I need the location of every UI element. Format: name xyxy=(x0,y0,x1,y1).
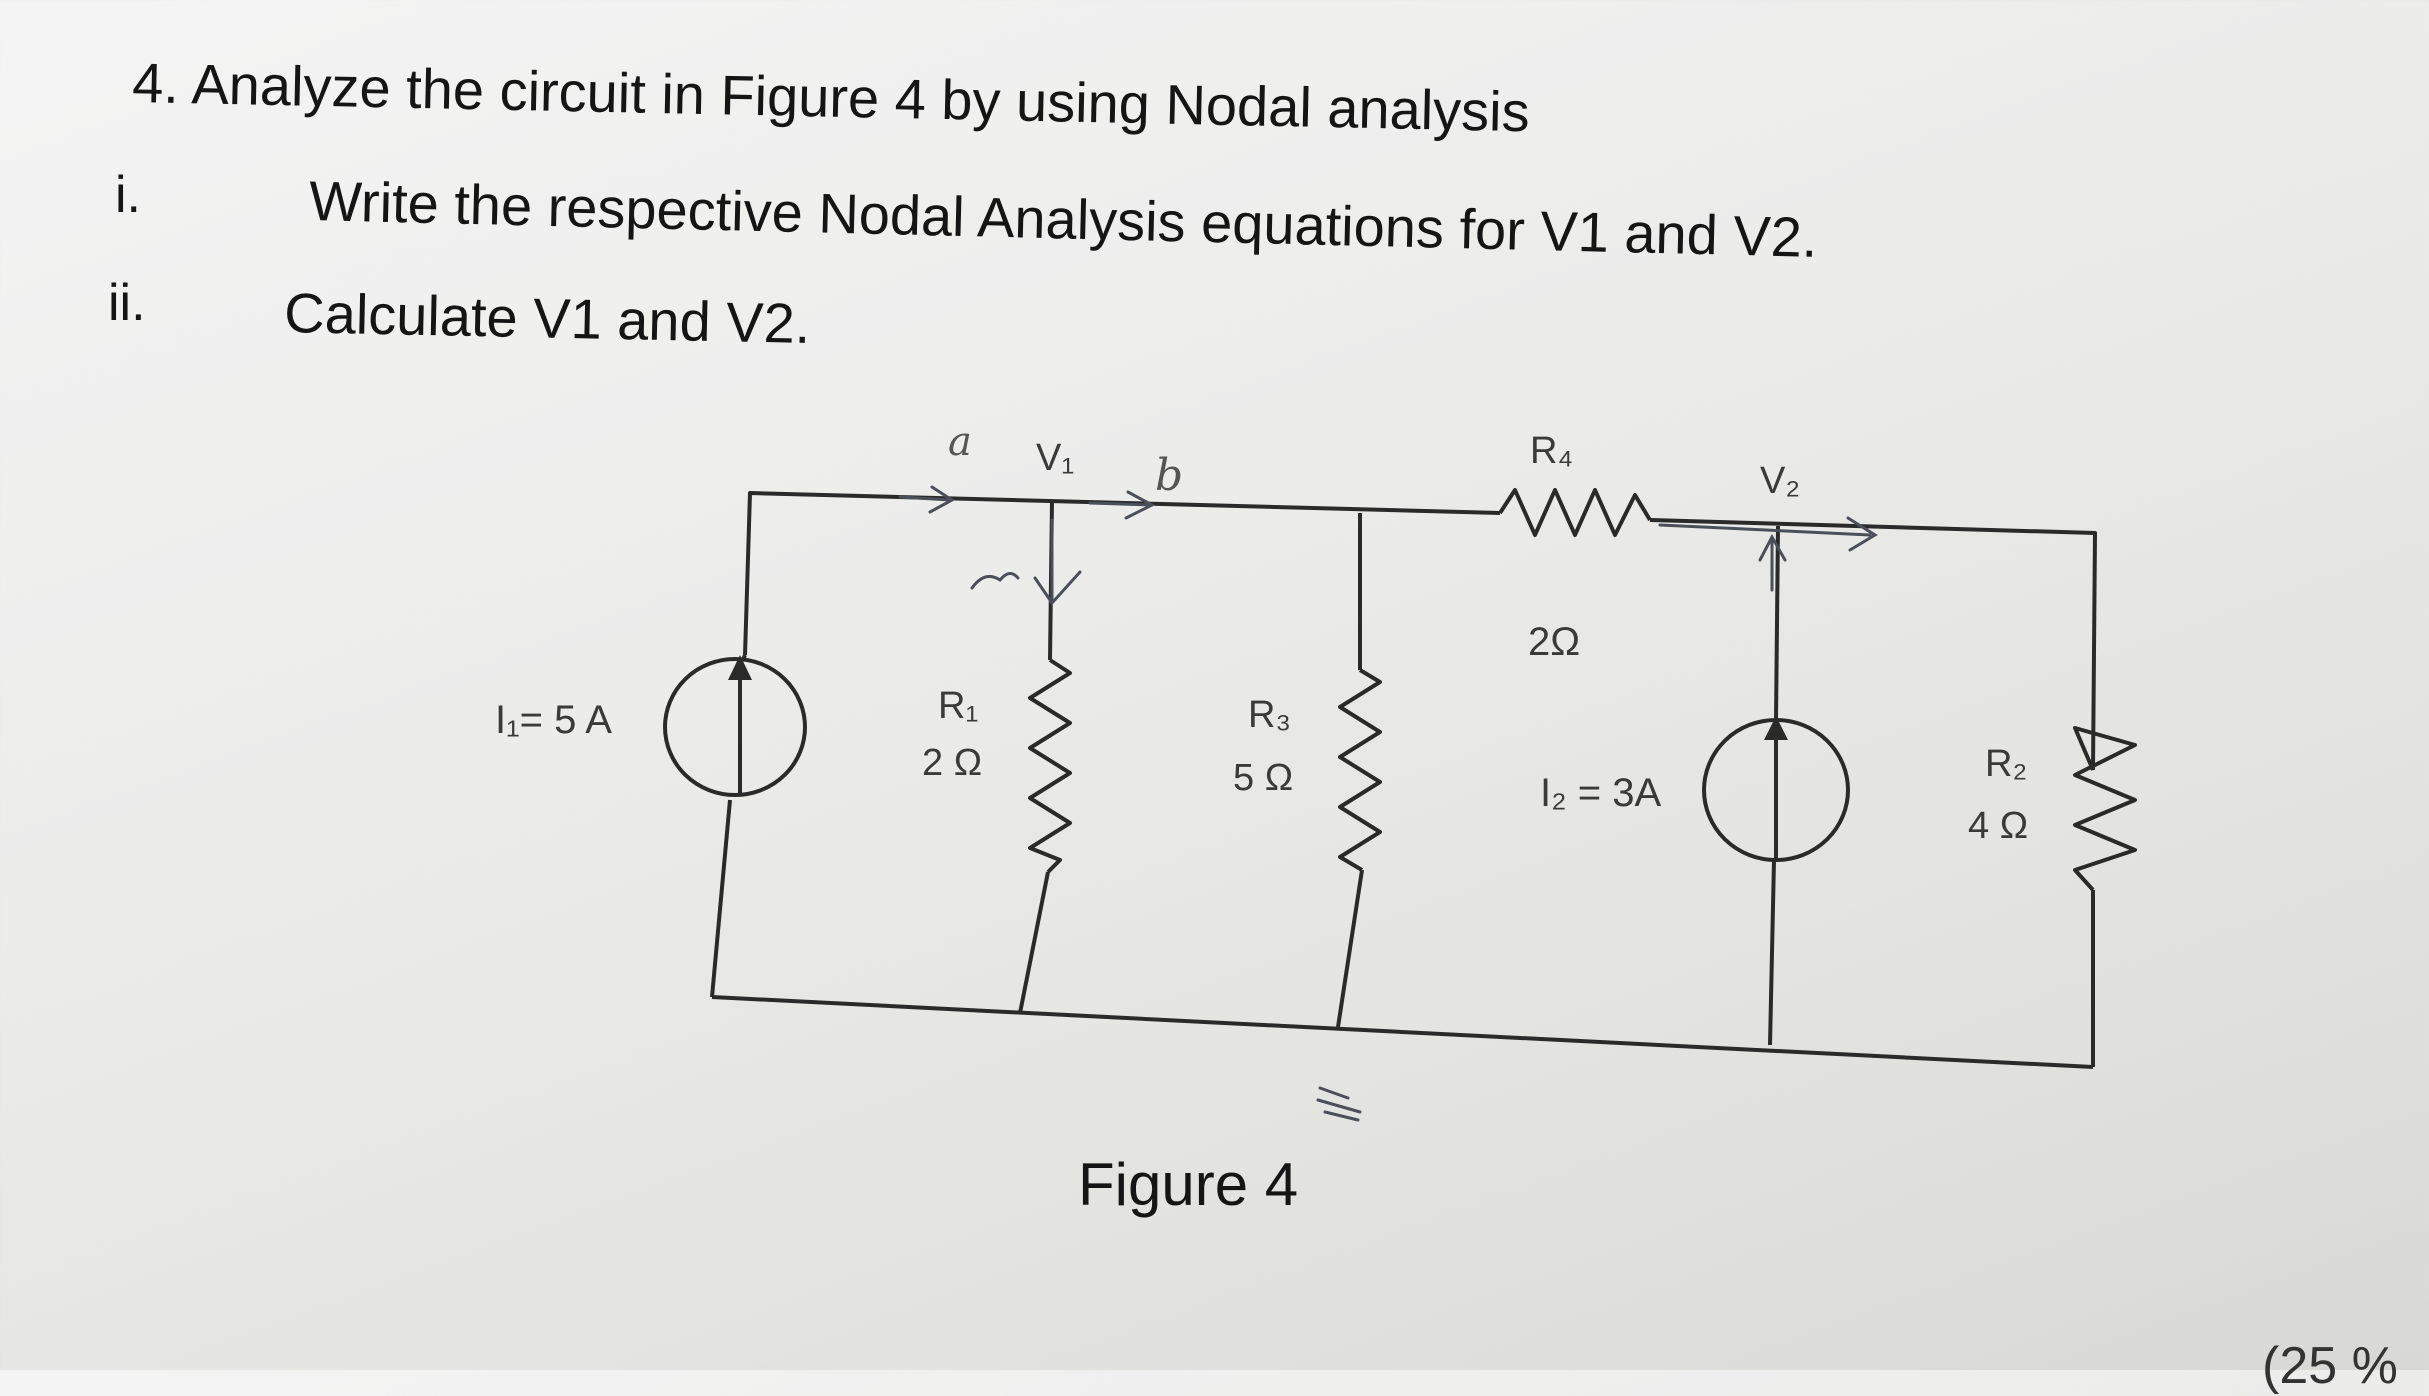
handwritten-squiggle xyxy=(970,572,1020,590)
node-v1-label: V₁ xyxy=(1036,437,1074,479)
handwritten-arrow-a xyxy=(898,485,955,514)
part-i-number: i. xyxy=(115,166,141,224)
handwritten-ground-marks xyxy=(1316,1086,1362,1122)
cutoff-score-text: (25 % xyxy=(2262,1337,2398,1395)
r4-value-label: 2Ω xyxy=(1528,620,1580,664)
node-v2-label: V₂ xyxy=(1760,460,1800,502)
r1-resistor-symbol xyxy=(1028,658,1072,874)
figure-caption: Figure 4 xyxy=(1078,1151,1299,1218)
i1-current-source-symbol xyxy=(663,657,807,797)
r4-name-label: R₄ xyxy=(1530,430,1573,472)
handwritten-a-label: a xyxy=(948,419,972,465)
r1-value-label: 2 Ω xyxy=(922,742,982,784)
r4-resistor-symbol xyxy=(1498,488,1652,537)
bottom-wire xyxy=(711,995,2094,1069)
r2-name-label: R₂ xyxy=(1985,743,2027,785)
handwritten-arrow-down xyxy=(1033,518,1082,606)
r1-name-label: R₁ xyxy=(938,685,978,727)
top-wire-left xyxy=(743,491,1501,656)
left-wire-lower xyxy=(710,799,732,998)
r3-name-label: R₃ xyxy=(1248,694,1291,736)
r3-value-label: 5 Ω xyxy=(1233,757,1293,799)
part-ii-number: ii. xyxy=(108,274,146,332)
top-wire-right xyxy=(1649,518,2097,771)
i2-wire-top xyxy=(1774,525,1780,721)
r2-value-label: 4 Ω xyxy=(1968,805,2028,847)
handwritten-arrow-up xyxy=(1758,533,1787,592)
handwritten-arrow-b xyxy=(1088,490,1156,520)
i2-wire-bottom xyxy=(1768,859,1776,1046)
i2-source-label: I₂ = 3A xyxy=(1540,771,1661,815)
i1-source-label: I₁= 5 A xyxy=(495,698,612,742)
r1-wire-bottom xyxy=(1018,871,1050,1014)
r3-wire-bottom xyxy=(1336,869,1364,1028)
handwritten-arrow-v2 xyxy=(1658,516,1878,552)
r3-resistor-symbol xyxy=(1338,668,1382,872)
r2-resistor-symbol xyxy=(2073,726,2137,892)
handwritten-b-label: b xyxy=(1155,450,1183,501)
